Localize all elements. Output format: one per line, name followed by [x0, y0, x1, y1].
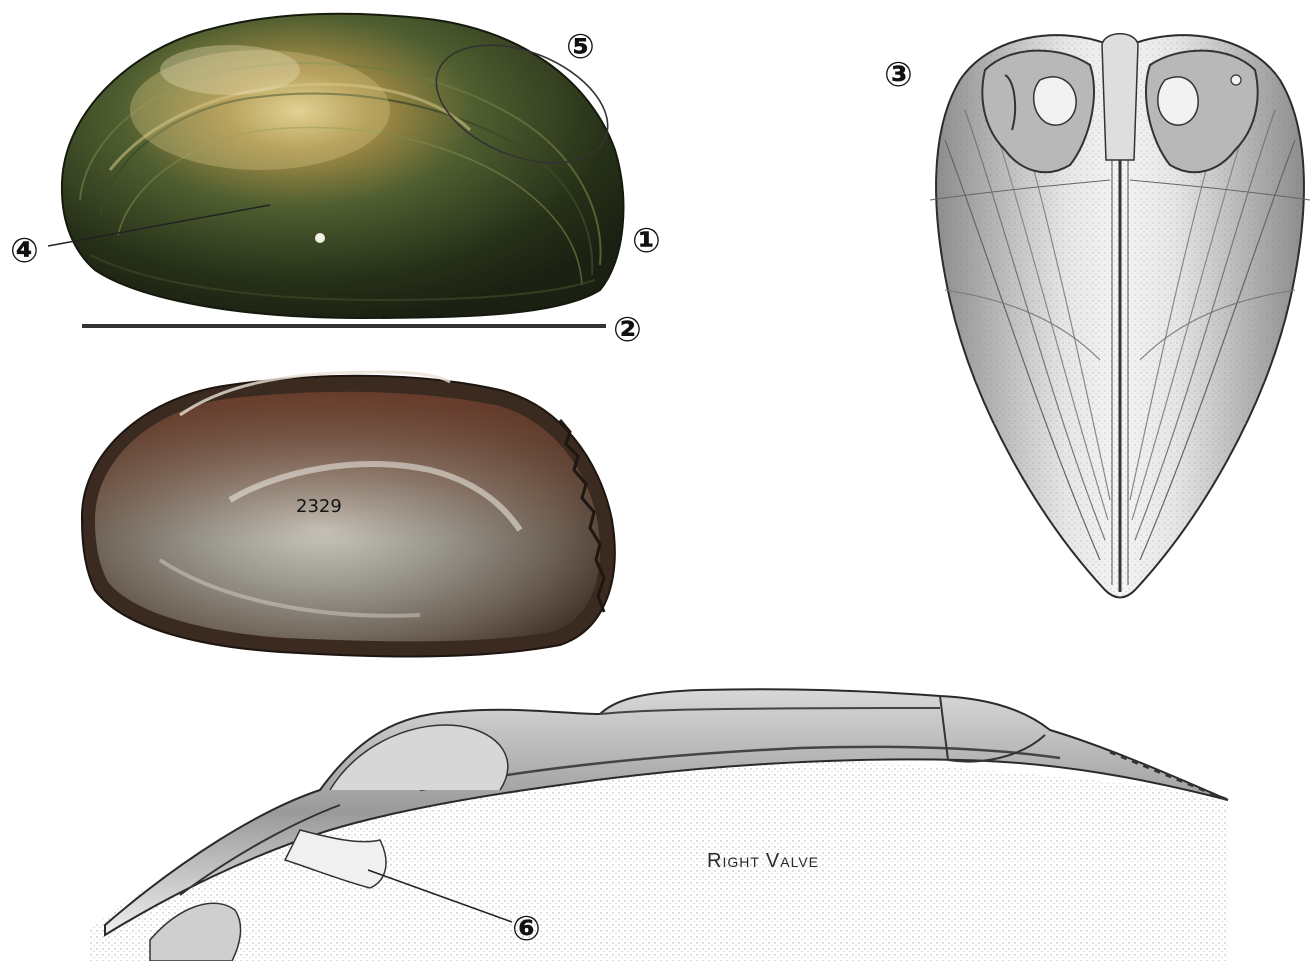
- label-4: ④: [10, 231, 39, 271]
- label-5: ⑤: [566, 27, 595, 67]
- dorsal-view-drawing: [930, 34, 1310, 598]
- specimen-number: 2329: [296, 496, 342, 517]
- interior-shell-photo: [82, 372, 615, 656]
- hinge-teeth-drawing: [90, 689, 1228, 961]
- label-6: ⑥: [512, 909, 541, 949]
- label-3: ③: [884, 55, 913, 95]
- label-2: ②: [613, 310, 642, 350]
- label-1: ①: [632, 221, 661, 261]
- exterior-shell-photo: [62, 14, 623, 318]
